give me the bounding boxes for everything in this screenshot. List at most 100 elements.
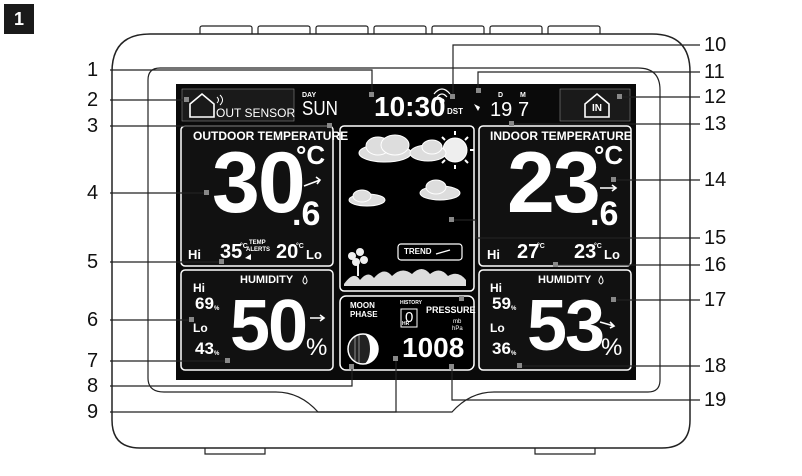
outdoor-hum-hi-value: 69 <box>195 294 214 313</box>
outdoor-lo-value: 20 <box>276 241 299 263</box>
callout-8: 8 <box>87 375 99 397</box>
in-label: IN <box>592 103 602 114</box>
indoor-hum-unit: % <box>601 334 623 361</box>
outdoor-hum-hi-pct: % <box>214 306 220 312</box>
alarm-icon <box>474 104 480 111</box>
indoor-temp-int: 23 <box>507 135 601 231</box>
indoor-hum-lo-value: 36 <box>492 339 511 358</box>
indoor-hum-hi-value: 59 <box>492 294 511 313</box>
outdoor-hi-label: Hi <box>188 247 201 262</box>
indoor-title: INDOOR TEMPERATURE <box>490 129 632 143</box>
radio-signal-icon <box>433 88 451 112</box>
outdoor-lo-unit: °C <box>296 243 304 250</box>
cloud-icon-small <box>348 179 461 207</box>
date-d-label: D <box>498 92 504 99</box>
callout-16: 16 <box>704 254 727 276</box>
indoor-humidity-arrow <box>599 321 616 329</box>
indoor-lo-label: Lo <box>604 247 620 262</box>
callout-15: 15 <box>704 227 727 249</box>
date-d-value: 19 <box>490 99 513 121</box>
outdoor-temp-int: 30 <box>212 135 306 231</box>
moon-phase-icon <box>347 333 379 365</box>
device-inner-bezel <box>147 67 661 413</box>
outdoor-hum-lo-label: Lo <box>193 321 208 335</box>
outdoor-lo-label: Lo <box>306 247 322 262</box>
callout-4: 4 <box>87 182 99 204</box>
pressure-unit-2: hPa <box>452 326 463 332</box>
trend-box <box>397 243 463 261</box>
indoor-humidity-panel <box>478 269 632 371</box>
outdoor-alerts-label-1: TEMP <box>249 240 266 246</box>
history-box <box>400 308 418 328</box>
callout-1: 1 <box>87 59 99 81</box>
date-m-value: 7 <box>518 99 530 121</box>
indoor-lo-value: 23 <box>574 241 597 263</box>
callout-14: 14 <box>704 169 727 191</box>
callout-5: 5 <box>87 251 99 273</box>
outdoor-humidity-title: HUMIDITY <box>240 274 294 286</box>
day-label: DAY <box>302 92 317 99</box>
outdoor-hi-unit: °C <box>240 243 248 250</box>
trend-label: TREND <box>404 247 432 256</box>
indoor-hum-lo-pct: % <box>511 351 517 357</box>
callout-9: 9 <box>87 401 99 423</box>
callout-2: 2 <box>87 89 99 111</box>
callout-markers <box>184 88 622 369</box>
history-unit: HR <box>402 321 410 327</box>
indoor-hi-value: 27 <box>517 241 540 263</box>
outdoor-temp-dec: .6 <box>292 195 321 233</box>
history-value: 0 <box>405 309 414 326</box>
callout-18: 18 <box>704 355 727 377</box>
outdoor-hi-value: 35 <box>220 241 243 263</box>
indoor-droplet-icon <box>598 275 604 285</box>
figure-number-badge: 1 <box>4 4 34 34</box>
in-house-icon <box>584 92 610 118</box>
outdoor-hum-unit: % <box>306 334 328 361</box>
indoor-hum-lo-label: Lo <box>490 321 505 335</box>
out-sensor-label: OUT SENSOR <box>216 106 296 120</box>
indoor-trend-arrow <box>600 184 618 192</box>
indoor-temp-dec: .6 <box>590 195 619 233</box>
indoor-lo-unit: °C <box>594 243 602 250</box>
indoor-hum-hi-pct: % <box>511 306 517 312</box>
indoor-hum-value: 53 <box>527 286 605 366</box>
cloud-icon-large <box>358 134 447 163</box>
pressure-value: 1008 <box>402 332 465 363</box>
outdoor-title: OUTDOOR TEMPERATURE <box>193 129 349 143</box>
callout-11: 11 <box>704 61 725 83</box>
out-house-icon <box>189 92 215 118</box>
outdoor-hum-lo-pct: % <box>214 351 220 357</box>
callout-19: 19 <box>704 389 727 411</box>
outdoor-droplet-icon <box>302 275 308 285</box>
time-value: 10:30 <box>374 91 446 122</box>
leader-lines <box>110 44 700 413</box>
dst-label: DST <box>447 107 463 116</box>
outdoor-trend-arrow <box>303 176 322 187</box>
outdoor-humidity-arrow <box>310 314 326 322</box>
callout-10: 10 <box>704 34 727 56</box>
outdoor-hum-hi-label: Hi <box>193 281 205 295</box>
moon-label-1: MOON <box>350 301 375 310</box>
moon-label-2: PHASE <box>350 310 378 319</box>
pressure-label: PRESSURE <box>426 305 476 315</box>
grass-icon <box>344 269 466 286</box>
outdoor-alerts-label-2: ALERTS <box>246 247 270 253</box>
flower-icon <box>348 248 368 276</box>
outdoor-temp-unit: °C <box>296 140 326 170</box>
indoor-hi-unit: °C <box>537 243 545 250</box>
outdoor-hum-lo-value: 43 <box>195 339 214 358</box>
date-m-label: M <box>520 92 526 99</box>
callout-13: 13 <box>704 113 727 135</box>
callout-3: 3 <box>87 115 99 137</box>
indoor-temp-unit: °C <box>594 140 624 170</box>
indoor-hi-label: Hi <box>487 247 500 262</box>
indoor-humidity-title: HUMIDITY <box>538 274 592 286</box>
sun-icon <box>436 131 474 169</box>
callout-17: 17 <box>704 289 727 311</box>
callout-12: 12 <box>704 86 727 108</box>
callout-6: 6 <box>87 309 99 331</box>
callout-7: 7 <box>87 350 99 372</box>
pressure-unit-1: mb <box>453 319 462 325</box>
